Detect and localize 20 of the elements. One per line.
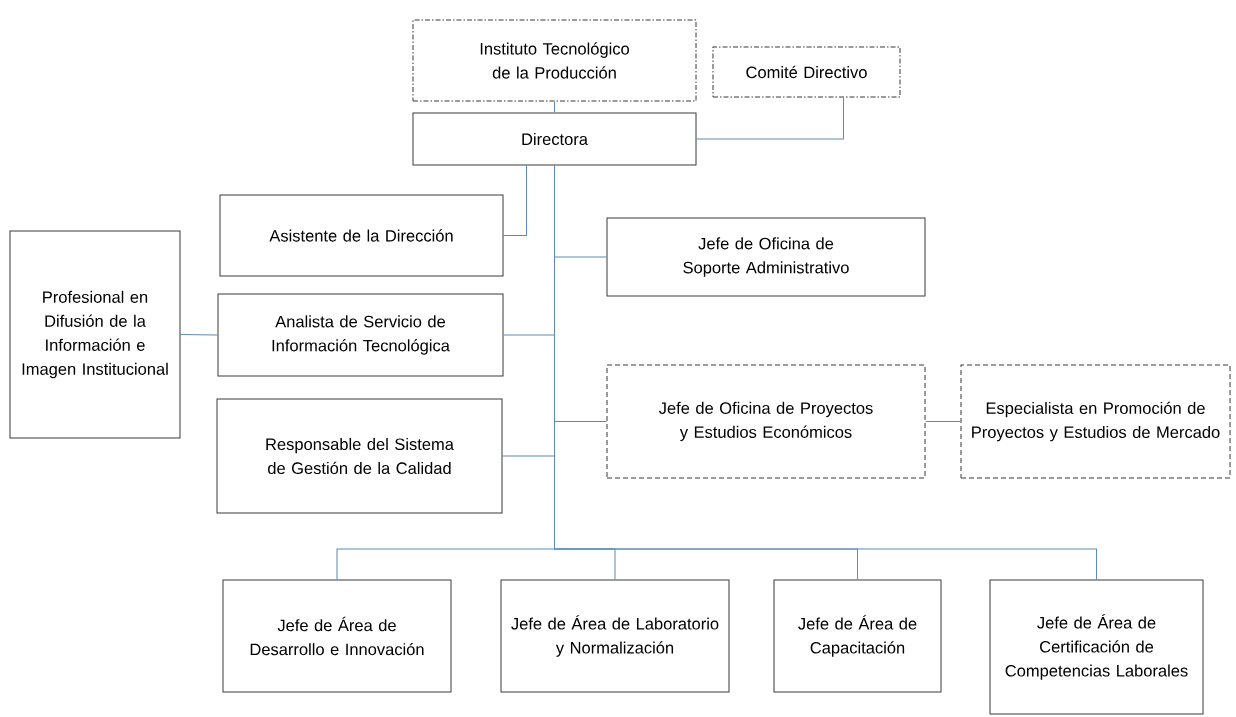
org-box: Instituto Tecnológico de la Producción [412, 19, 697, 102]
org-box: Comité Directivo [712, 46, 901, 98]
org-box: Responsable del Sistema de Gestión de la Calidad [216, 398, 503, 514]
org-box: Asistente de la Dirección [219, 194, 504, 277]
org-box: Directora [412, 112, 697, 166]
connector-line [925, 421, 961, 422]
org-box: Analista de Servicio de Información Tecnológica [217, 293, 504, 377]
connector-line [554, 165, 1097, 580]
org-box: Jefe de Oficina de Proyectos y Estudios Económicos [606, 364, 926, 479]
connector-line [554, 101, 555, 113]
org-box: Profesional en Difusión de la Información e Imagen Institucional [9, 230, 181, 439]
org-box: Jefe de Área de Laboratorio y Normalización [500, 579, 730, 693]
org-box: Jefe de Área de Certificación de Competencias Laborales [989, 579, 1204, 715]
org-box: Especialista en Promoción de Proyectos y Estudios de Mercado [960, 364, 1231, 479]
org-box: Jefe de Área de Desarrollo e Innovación [222, 579, 452, 693]
org-box: Jefe de Área de Capacitación [773, 579, 942, 693]
connector-line [503, 165, 527, 236]
connector-line [180, 334, 218, 336]
connector-line [696, 97, 844, 140]
org-box: Jefe de Oficina de Soporte Administrativo [606, 217, 926, 297]
